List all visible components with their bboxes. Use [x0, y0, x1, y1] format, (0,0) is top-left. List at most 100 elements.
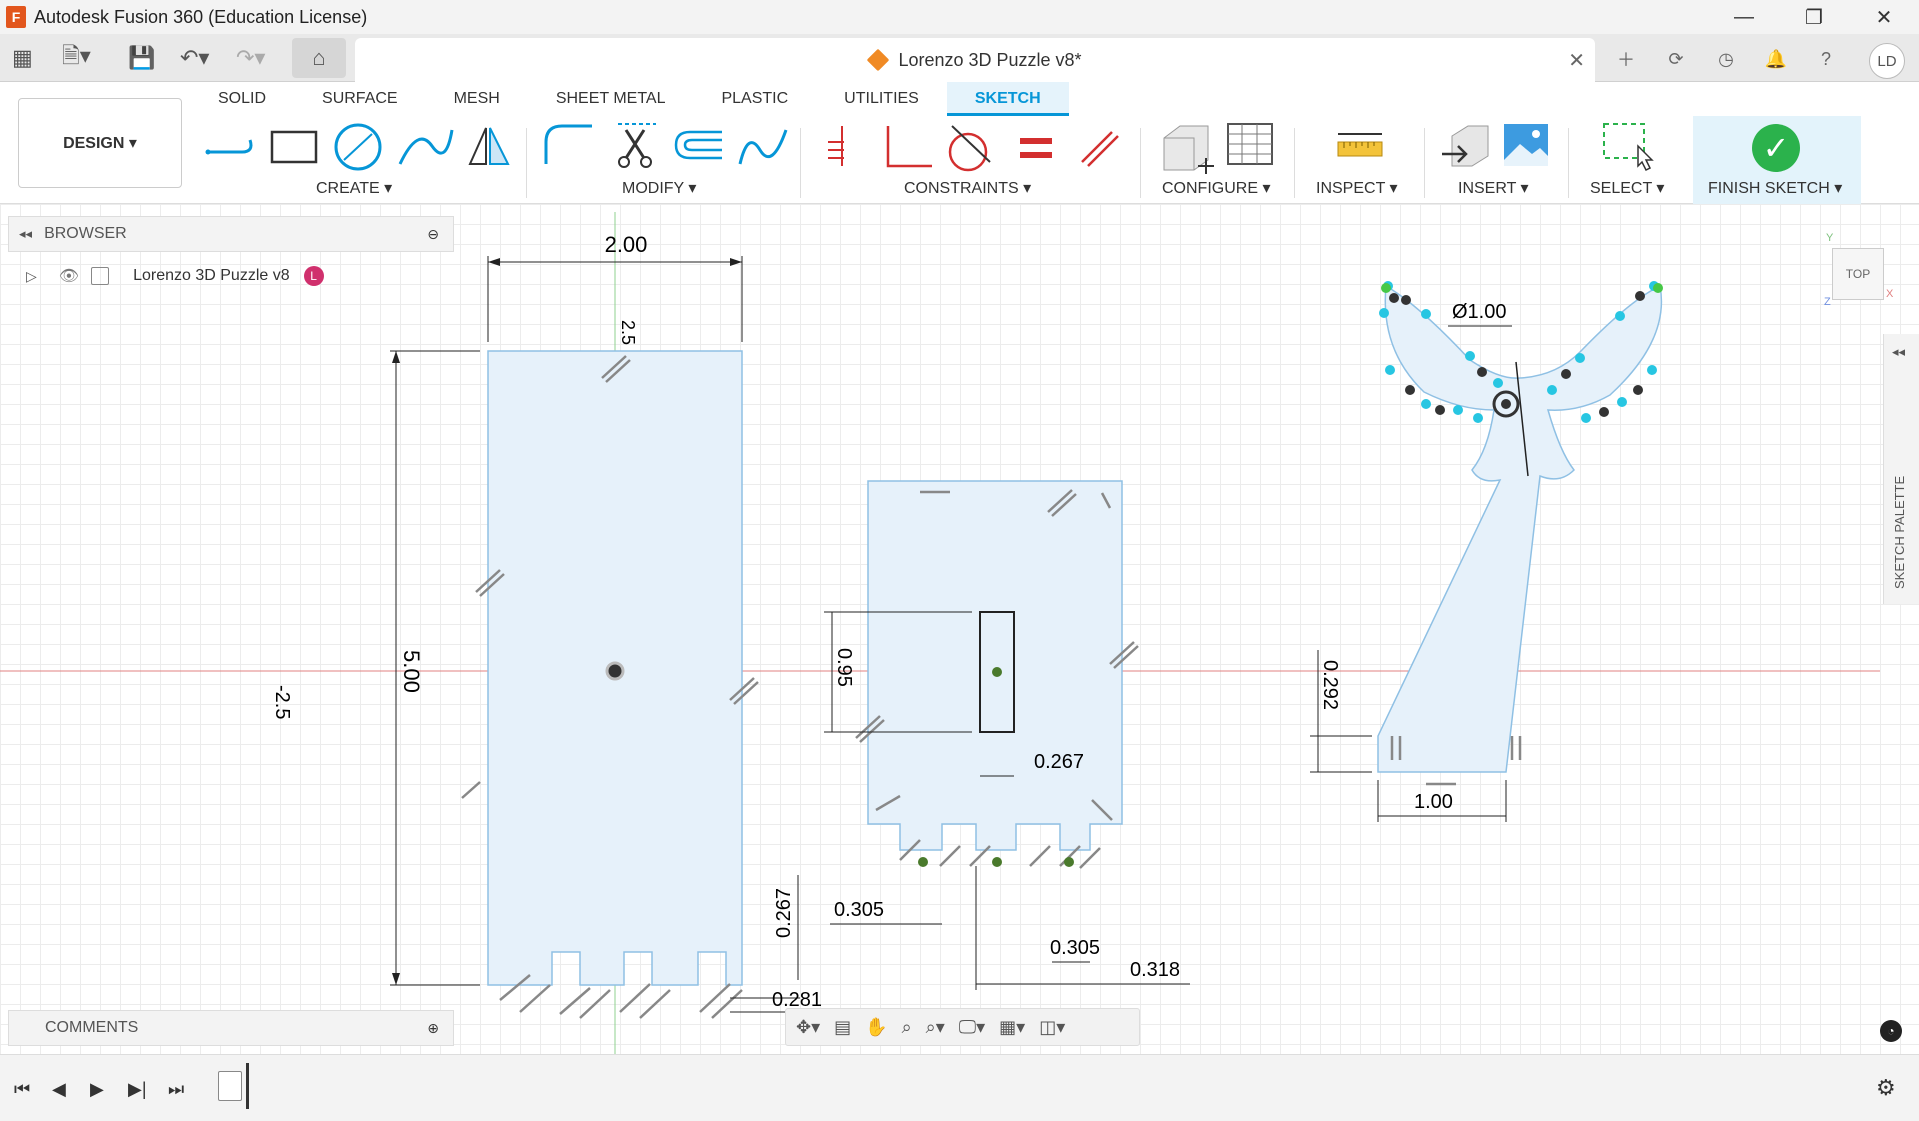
inspect-menu[interactable]: INSPECT ▾ — [1316, 180, 1398, 197]
control-points[interactable] — [1379, 281, 1663, 423]
control-point[interactable] — [1581, 413, 1591, 423]
play-icon[interactable]: ▶ — [90, 1079, 104, 1099]
rectangle-tool-icon[interactable] — [270, 130, 318, 164]
minimize-button[interactable]: — — [1734, 5, 1754, 28]
left-rectangle-profile[interactable] — [461, 350, 759, 1019]
expand-arrow-icon[interactable]: ▷ — [26, 267, 37, 284]
control-point[interactable] — [1633, 385, 1643, 395]
redo-icon[interactable]: ↷▾ — [236, 45, 266, 70]
control-point[interactable] — [1561, 369, 1571, 379]
control-point[interactable] — [1547, 385, 1557, 395]
save-icon[interactable]: 💾 — [128, 45, 156, 70]
tab-surface[interactable]: SURFACE — [322, 90, 398, 107]
dim-rect-height[interactable]: 5.00 — [399, 650, 424, 693]
modify-menu[interactable]: MODIFY ▾ — [622, 180, 697, 197]
dim-rect-half-top[interactable]: 2.5 — [618, 320, 638, 345]
tab-sketch[interactable]: SKETCH — [946, 82, 1069, 116]
control-point[interactable] — [1653, 283, 1663, 293]
control-point[interactable] — [1647, 365, 1657, 375]
control-point[interactable] — [1435, 405, 1445, 415]
dim-notch-gap[interactable]: 0.281 — [772, 989, 822, 1011]
viewcube-top[interactable]: TOP — [1832, 248, 1884, 300]
control-point[interactable] — [1465, 351, 1475, 361]
sketch-palette-tab[interactable]: ◂◂ SKETCH PALETTE — [1883, 334, 1919, 604]
dim-mid-tab-a[interactable]: 0.305 — [834, 899, 884, 921]
perpendicular-constraint-icon[interactable] — [886, 126, 932, 168]
control-point[interactable] — [1401, 295, 1411, 305]
tab-utilities[interactable]: UTILITIES — [844, 90, 919, 107]
collapse-panel-icon[interactable]: ◂◂ — [19, 226, 33, 241]
dim-mid-slot[interactable]: 0.267 — [1034, 751, 1084, 773]
timeline-sketch-feature-icon[interactable] — [218, 1071, 242, 1101]
step-forward-icon[interactable]: ▶| — [128, 1079, 147, 1099]
tab-mesh[interactable]: MESH — [453, 90, 500, 107]
circle-tool-icon[interactable] — [334, 123, 382, 171]
spline-modify-icon[interactable] — [738, 129, 788, 165]
trim-tool-icon[interactable] — [618, 123, 656, 168]
grid-settings-icon[interactable]: ▦▾ — [999, 1016, 1026, 1037]
control-point[interactable] — [1473, 413, 1483, 423]
visibility-eye-icon[interactable]: 👁 — [58, 268, 80, 285]
help-icon[interactable]: ? — [1820, 48, 1831, 69]
job-status-icon[interactable]: ◷ — [1718, 48, 1734, 69]
undo-icon[interactable]: ↶▾ — [180, 45, 210, 70]
dim-right-base-height[interactable]: 0.292 — [1319, 660, 1341, 710]
coincident-constraint-icon[interactable] — [828, 126, 844, 166]
equal-constraint-icon[interactable] — [1020, 138, 1052, 158]
middle-profile[interactable] — [855, 480, 1139, 869]
control-point[interactable] — [1421, 309, 1431, 319]
document-tab[interactable]: Lorenzo 3D Puzzle v8* ✕ — [355, 38, 1595, 82]
fillet-tool-icon[interactable] — [544, 124, 592, 164]
extensions-icon[interactable]: ⟳ — [1668, 48, 1684, 69]
constraints-menu[interactable]: CONSTRAINTS ▾ — [904, 180, 1032, 197]
control-point[interactable] — [1405, 385, 1415, 395]
notifications-icon[interactable]: 🔔 — [1764, 48, 1788, 69]
control-point[interactable] — [1385, 365, 1395, 375]
dim-rect-half-left[interactable]: -2.5 — [271, 685, 293, 719]
viewports-icon[interactable]: ◫▾ — [1039, 1016, 1066, 1037]
tangent-constraint-icon[interactable] — [948, 125, 991, 172]
performance-icon[interactable]: ◔ — [1880, 1020, 1902, 1042]
parallel-constraint-icon[interactable] — [1081, 131, 1119, 167]
dim-right-base-width[interactable]: 1.00 — [1414, 791, 1453, 813]
pan-hand-icon[interactable]: ✋ — [865, 1016, 888, 1037]
finish-sketch-menu[interactable]: FINISH SKETCH ▾ — [1708, 180, 1843, 197]
expand-palette-icon[interactable]: ◂◂ — [1892, 344, 1906, 359]
control-point[interactable] — [1379, 308, 1389, 318]
tab-plastic[interactable]: PLASTIC — [721, 90, 789, 107]
timeline-settings-gear-icon[interactable]: ⚙ — [1876, 1075, 1896, 1100]
look-at-icon[interactable]: ▤ — [834, 1016, 852, 1037]
control-point[interactable] — [1389, 293, 1399, 303]
dim-right-diameter[interactable]: Ø1.00 — [1452, 301, 1506, 323]
sketch-geometry[interactable]: 2.00 2.5 5.00 -2.5 0.267 0.281 0.95 0.26… — [0, 204, 1919, 1054]
configure-table-icon[interactable] — [1227, 123, 1273, 165]
spline-tool-icon[interactable] — [398, 129, 454, 165]
app-grid-icon[interactable]: ▦ — [12, 45, 33, 70]
right-profile[interactable] — [1377, 284, 1663, 786]
orbit-icon[interactable]: ✥▾ — [796, 1016, 821, 1037]
browser-minimize-icon[interactable]: ⊖ — [427, 225, 439, 242]
new-tab-icon[interactable]: ＋ — [1617, 50, 1635, 70]
select-tool-icon[interactable] — [1600, 120, 1656, 172]
mirror-tool-icon[interactable] — [468, 127, 510, 165]
close-window-button[interactable]: ✕ — [1875, 6, 1893, 29]
tab-solid[interactable]: SOLID — [218, 90, 267, 107]
go-to-end-icon[interactable]: ⏭ — [168, 1079, 185, 1099]
dim-rect-width[interactable]: 2.00 — [605, 232, 648, 257]
restore-button[interactable]: ❐ — [1805, 6, 1823, 29]
control-point[interactable] — [1617, 397, 1627, 407]
control-point[interactable] — [1615, 311, 1625, 321]
insert-derive-icon[interactable] — [1442, 125, 1489, 167]
control-point[interactable] — [1635, 291, 1645, 301]
insert-menu[interactable]: INSERT ▾ — [1458, 180, 1529, 197]
add-comment-icon[interactable]: ⊕ — [427, 1019, 439, 1036]
control-point[interactable] — [1599, 407, 1609, 417]
select-menu[interactable]: SELECT ▾ — [1590, 180, 1665, 197]
display-settings-icon[interactable]: 🖵▾ — [958, 1016, 986, 1037]
home-icon[interactable]: ⌂ — [292, 38, 346, 78]
configure-menu[interactable]: CONFIGURE ▾ — [1162, 180, 1271, 197]
browser-tree-root[interactable]: ▷ 👁 Lorenzo 3D Puzzle v8 L — [26, 258, 356, 294]
control-point[interactable] — [1477, 367, 1487, 377]
file-menu-icon[interactable]: 🗎▾ — [62, 43, 91, 68]
finish-sketch-check-icon[interactable]: ✓ — [1752, 124, 1800, 172]
